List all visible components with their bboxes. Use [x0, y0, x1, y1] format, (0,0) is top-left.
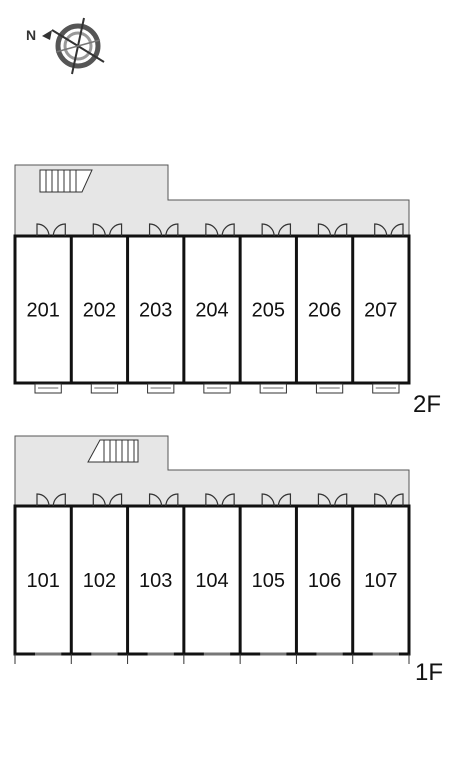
door-icon [165, 493, 179, 507]
floor-2f-plan: 201 202 203 204 205 206 207 [13, 164, 411, 394]
door-icon [36, 493, 50, 507]
floor-label-1f: 1F [415, 659, 443, 686]
balcony [315, 383, 344, 394]
door-icon [148, 493, 163, 507]
unit-number: 103 [139, 570, 172, 592]
unit-102: 102 [69, 493, 123, 664]
door-icon [261, 223, 275, 237]
door-icon [390, 223, 404, 237]
unit-203: 203 [126, 223, 179, 394]
unit-number: 107 [364, 570, 397, 592]
stair-1f [87, 439, 139, 463]
unit-105: 105 [238, 493, 292, 664]
balcony [259, 383, 287, 394]
floor-1f-plan: 101 102 103 104 105 106 107 [13, 435, 411, 664]
unit-106: 106 [294, 493, 348, 664]
door-icon [108, 223, 123, 237]
unit-number: 207 [364, 300, 397, 322]
door-icon [221, 493, 235, 507]
unit-number: 203 [139, 300, 172, 322]
unit-number: 206 [308, 300, 341, 322]
unit-number: 204 [195, 300, 228, 322]
unit-number: 106 [308, 570, 341, 592]
unit-103: 103 [126, 493, 179, 664]
door-icon [148, 223, 163, 237]
unit-number: 105 [252, 570, 285, 592]
unit-207: 207 [351, 223, 404, 394]
door-icon [334, 493, 348, 507]
balcony [34, 383, 62, 394]
stair-2f [39, 169, 93, 193]
door-icon [221, 223, 235, 237]
door-icon [52, 493, 66, 507]
unit-205: 205 [238, 223, 292, 394]
unit-number: 205 [252, 300, 285, 322]
balcony [203, 383, 231, 394]
unit-number: 101 [26, 570, 59, 592]
door-icon [374, 493, 388, 507]
door-icon [165, 223, 179, 237]
unit-104: 104 [182, 493, 235, 664]
unit-number: 202 [83, 300, 116, 322]
balcony [372, 383, 400, 394]
units-block-1f [13, 504, 411, 656]
door-icon [374, 223, 388, 237]
door-icon [205, 223, 219, 237]
door-icon [108, 493, 123, 507]
door-icon [277, 493, 292, 507]
door-icon [277, 223, 292, 237]
unit-206: 206 [294, 223, 348, 394]
door-icon [92, 493, 106, 507]
compass-north-label: N [26, 27, 36, 43]
unit-202: 202 [69, 223, 123, 394]
unit-number: 201 [26, 300, 59, 322]
balcony [90, 383, 119, 394]
door-icon [317, 223, 332, 237]
door-icon [205, 493, 219, 507]
unit-number: 102 [83, 570, 116, 592]
floor-label-2f: 2F [413, 391, 441, 418]
door-icon [52, 223, 66, 237]
balcony [147, 383, 175, 394]
door-icon [390, 493, 404, 507]
unit-204: 204 [182, 223, 235, 394]
door-icon [317, 493, 332, 507]
door-icon [92, 223, 106, 237]
units-block-2f [13, 234, 411, 385]
door-icon [261, 493, 275, 507]
door-icon [334, 223, 348, 237]
compass-rose-icon: N [26, 17, 105, 75]
door-icon [36, 223, 50, 237]
unit-201: 201 [26, 223, 66, 394]
unit-number: 104 [195, 570, 228, 592]
unit-101: 101 [14, 493, 66, 664]
unit-107: 107 [351, 493, 404, 664]
